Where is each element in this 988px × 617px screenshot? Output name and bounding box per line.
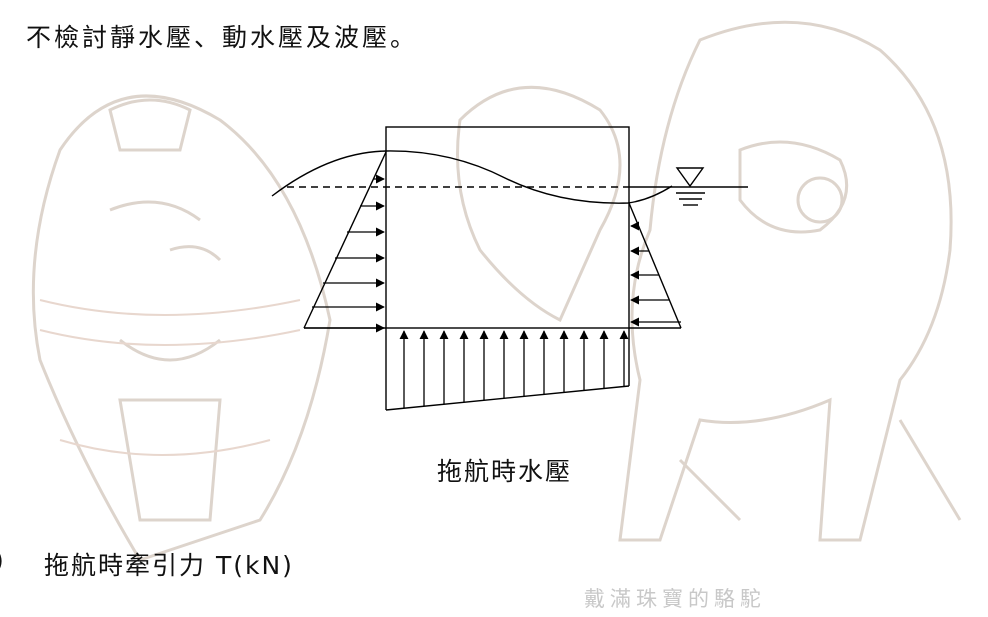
left-pressure-envelope [303,151,387,329]
uplift-envelope-bottom [385,385,630,411]
figure-caption: 拖航時水壓 [437,457,573,486]
right-pressure-envelope [628,202,682,329]
list-item-text: 拖航時牽引力 T(kN) [44,551,294,580]
intro-text: 不檢討靜水壓、動水壓及波壓。 [26,23,419,52]
watermark-caption: 戴滿珠寶的駱駝 [584,587,766,611]
wave-profile [271,150,673,204]
water-level-symbol [675,167,705,188]
list-item-marker: ) [0,546,4,575]
caisson-box [385,126,630,329]
